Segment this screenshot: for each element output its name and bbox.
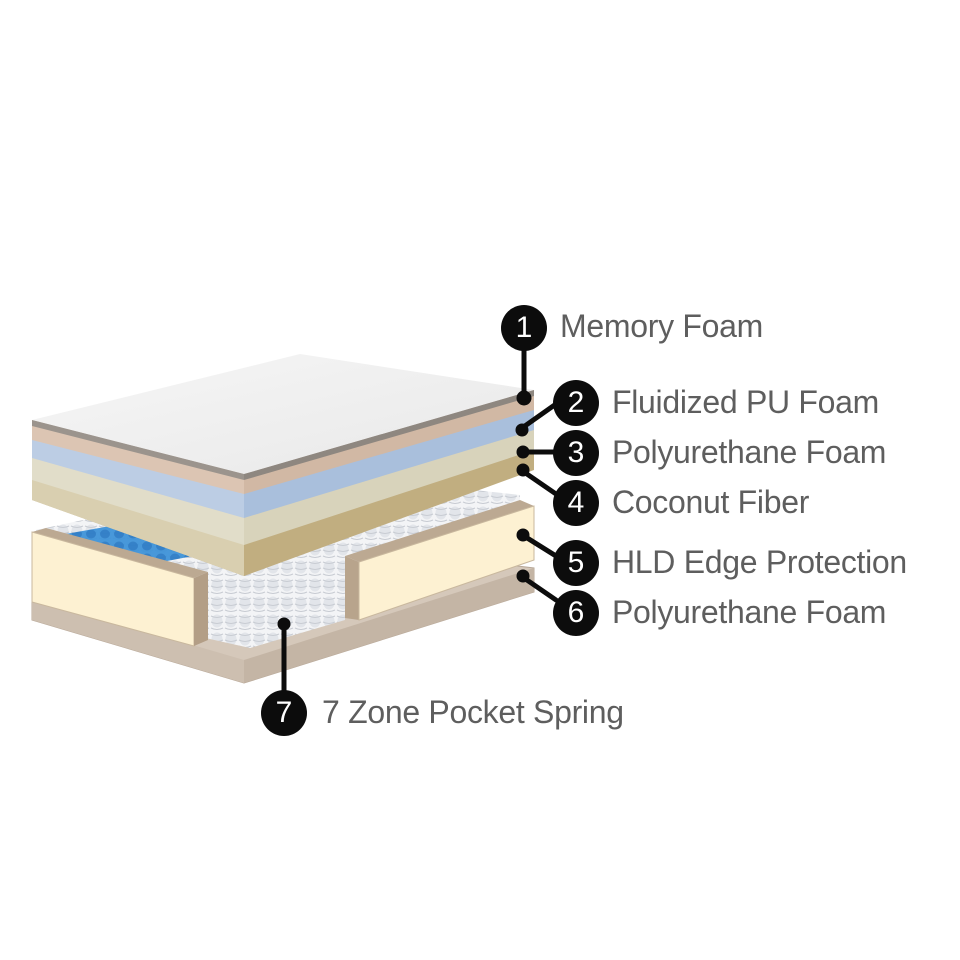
edge-protection-layer [31, 500, 535, 647]
leader-line-4 [521, 469, 559, 497]
label-fluidized-pu-foam: Fluidized PU Foam [612, 384, 879, 420]
badge-5: 5 [553, 540, 599, 586]
leader-dot-6 [516, 569, 530, 583]
leader-line-5 [521, 533, 559, 559]
leader-dot-1 [516, 390, 532, 406]
badge-1: 1 [501, 305, 547, 351]
label-polyurethane-foam-bottom: Polyurethane Foam [612, 594, 887, 630]
badge-4: 4 [553, 480, 599, 526]
label-7-zone-pocket-spring: 7 Zone Pocket Spring [322, 694, 624, 730]
leader-dot-3 [516, 445, 530, 459]
badge-7: 7 [261, 690, 307, 736]
badge-3: 3 [553, 430, 599, 476]
leader-line-6 [521, 575, 559, 603]
top-comfort-layers [32, 354, 534, 576]
leader-dot-2 [515, 423, 529, 437]
label-polyurethane-foam-top: Polyurethane Foam [612, 434, 887, 470]
leader-dot-4 [516, 463, 530, 477]
badge-6: 6 [553, 590, 599, 636]
label-hld-edge-protection: HLD Edge Protection [612, 544, 907, 580]
label-coconut-fiber: Coconut Fiber [612, 484, 810, 520]
leader-dot-7 [277, 617, 291, 631]
leader-dot-5 [516, 528, 530, 542]
label-memory-foam: Memory Foam [560, 308, 763, 344]
leader-line-2 [519, 401, 559, 431]
badge-2: 2 [553, 380, 599, 426]
